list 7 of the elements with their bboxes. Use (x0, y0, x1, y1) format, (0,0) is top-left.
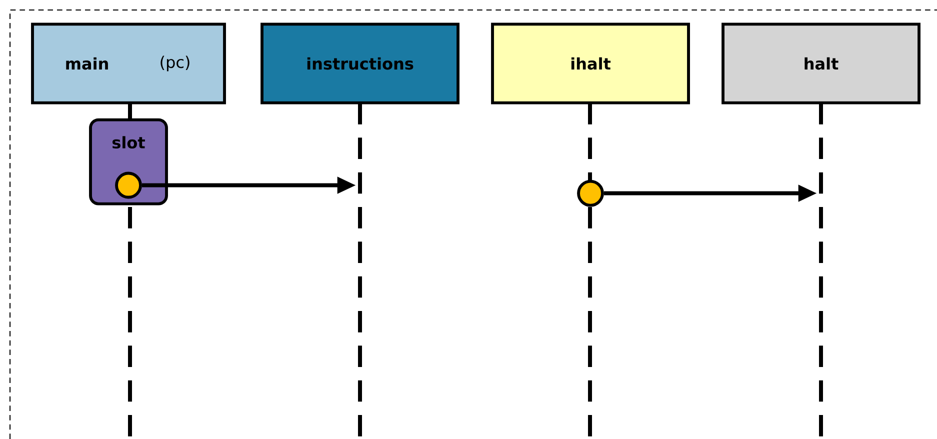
participant-box: ihalt (491, 22, 690, 104)
circle-marker (115, 172, 142, 199)
activation-box: slot (89, 118, 168, 206)
participant-box: instructions (260, 22, 460, 104)
participant-box: halt (722, 22, 920, 104)
circle-marker (577, 180, 604, 207)
participant-box: main (pc) (31, 22, 226, 104)
